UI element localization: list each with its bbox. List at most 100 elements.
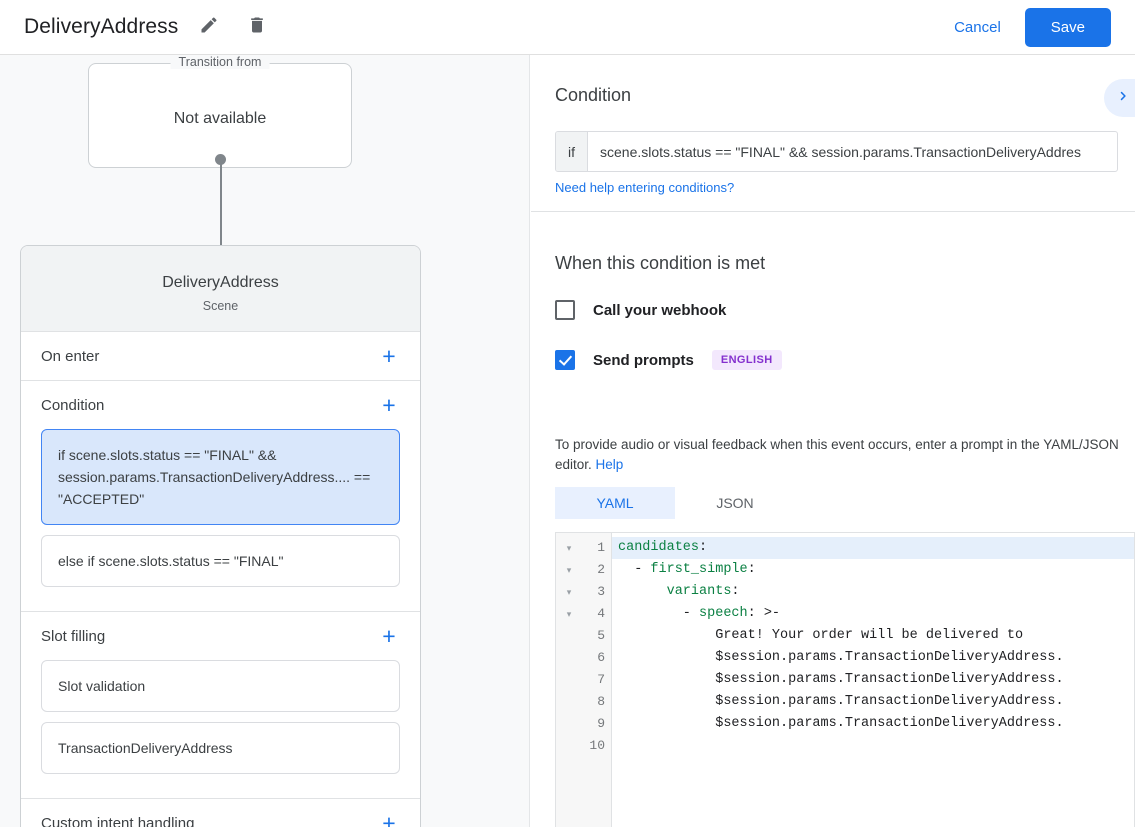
code-token: $session.params.TransactionDeliveryAddre… — [618, 672, 1064, 687]
call-webhook-row[interactable]: Call your webhook — [555, 300, 726, 320]
code-token: : >- — [747, 606, 781, 621]
content-area: Transition from Not available Transition… — [0, 55, 1135, 827]
code-line[interactable]: candidates: — [612, 537, 1134, 559]
fold-spacer — [556, 669, 582, 691]
transition-from-legend: Transition from — [170, 55, 270, 69]
line-number: 6 — [597, 650, 605, 665]
code-line[interactable]: $session.params.TransactionDeliveryAddre… — [612, 669, 1134, 691]
add-item-button[interactable]: + — [382, 342, 396, 369]
fold-spacer — [556, 625, 582, 647]
call-webhook-label: Call your webhook — [593, 301, 727, 319]
section-title: Condition — [41, 396, 105, 414]
page-title: DeliveryAddress — [24, 15, 179, 38]
add-item-button[interactable]: + — [382, 809, 396, 827]
editor-tab-yaml[interactable]: YAML — [555, 487, 675, 519]
condition-block: Condition if Need help entering conditio… — [531, 55, 1135, 212]
code-token: $session.params.TransactionDeliveryAddre… — [618, 650, 1064, 665]
send-prompts-label: Send prompts — [593, 351, 694, 369]
section-item[interactable]: if scene.slots.status == "FINAL" && sess… — [41, 429, 400, 525]
delete-button[interactable] — [240, 10, 274, 44]
fold-toggle-icon[interactable]: ▾ — [566, 565, 572, 575]
condition-expression-input[interactable] — [588, 132, 1117, 171]
code-line[interactable]: variants: — [612, 581, 1134, 603]
code-token: - — [618, 606, 700, 621]
scene-section: Condition + if scene.slots.status == "FINA… — [21, 381, 420, 612]
code-line[interactable]: $session.params.TransactionDeliveryAddre… — [612, 647, 1134, 669]
fold-toggle-icon[interactable]: ▾ — [566, 543, 572, 553]
line-number: 9 — [597, 716, 605, 731]
editor-format-tabs: YAML JSON — [555, 487, 795, 519]
transition-from-card: Transition from Not available — [88, 55, 352, 168]
section-title: Slot filling — [41, 627, 106, 645]
section-header: Custom intent handling+ — [21, 799, 420, 827]
add-item-button[interactable]: + — [382, 391, 396, 418]
code-line[interactable]: $session.params.TransactionDeliveryAddre… — [612, 713, 1134, 735]
condition-input-row[interactable]: if — [555, 131, 1118, 172]
language-badge: ENGLISH — [711, 350, 782, 370]
code-token: : — [731, 584, 740, 599]
scene-subtitle: Scene — [202, 299, 239, 313]
condition-detail-pane: Condition if Need help entering conditio… — [531, 55, 1135, 827]
section-header: On enter + — [21, 332, 420, 380]
edit-button[interactable] — [192, 10, 226, 44]
scene-section: Custom intent handling+ — [21, 799, 420, 827]
code-token: : — [747, 562, 756, 577]
fold-spacer — [556, 691, 582, 713]
scene-name: DeliveryAddress — [162, 274, 279, 291]
code-content[interactable]: candidates: - first_simple: variants: - … — [612, 533, 1134, 827]
code-line[interactable]: Great! Your order will be delivered to — [612, 625, 1134, 647]
section-title: On enter — [41, 347, 100, 365]
fold-spacer — [556, 713, 582, 735]
scene-section: On enter + — [21, 332, 420, 381]
code-token: $session.params.TransactionDeliveryAddre… — [618, 716, 1064, 731]
editor-tab-json[interactable]: JSON — [716, 495, 754, 511]
code-token: Great! Your order will be delivered to — [618, 628, 1024, 643]
code-token: $session.params.TransactionDeliveryAddre… — [618, 694, 1064, 709]
if-prefix-label: if — [556, 132, 588, 171]
section-item[interactable]: Slot validation — [41, 660, 400, 712]
scene-sections: On enter + Condition + if scene.slots.status… — [21, 332, 420, 827]
line-number: 7 — [597, 672, 605, 687]
code-line[interactable]: - first_simple: — [612, 559, 1134, 581]
line-number: 3 — [597, 584, 605, 599]
code-line[interactable]: $session.params.TransactionDeliveryAddre… — [612, 691, 1134, 713]
trash-icon — [247, 15, 267, 40]
fold-gutter: ▾ ▾ ▾ ▾ — [556, 533, 582, 827]
save-button[interactable]: Save — [1024, 7, 1111, 47]
code-line[interactable]: - speech: >- — [612, 603, 1134, 625]
section-header: Condition + — [21, 381, 420, 429]
prompts-help-link[interactable]: Help — [595, 457, 624, 472]
section-item[interactable]: TransactionDeliveryAddress — [41, 722, 400, 774]
connector-line — [219, 159, 222, 263]
fold-toggle-icon[interactable]: ▾ — [566, 587, 572, 597]
code-token: variants — [666, 584, 732, 599]
condition-heading: Condition — [555, 85, 632, 105]
code-token: - — [618, 562, 651, 577]
chevron-right-icon — [1114, 87, 1132, 110]
code-token: candidates — [618, 540, 700, 555]
code-token: first_simple — [650, 562, 748, 577]
pencil-icon — [199, 15, 219, 40]
scene-header: DeliveryAddress Scene — [21, 246, 420, 332]
fold-spacer — [556, 735, 582, 757]
code-line[interactable] — [612, 735, 1134, 757]
prompts-description-text: To provide audio or visual feedback when… — [555, 437, 1119, 472]
condition-help-link[interactable]: Need help entering conditions? — [555, 180, 735, 195]
fold-toggle-icon[interactable]: ▾ — [566, 609, 572, 619]
transition-from-value: Not available — [173, 110, 267, 127]
line-number: 2 — [597, 562, 605, 577]
transition-to-card: Transition to DeliveryAddress Scene On e… — [20, 245, 421, 827]
send-prompts-row[interactable]: Send prompts ENGLISH — [555, 350, 782, 370]
call-webhook-checkbox[interactable] — [555, 300, 575, 320]
when-condition-met-heading: When this condition is met — [555, 253, 766, 273]
code-token: speech — [699, 606, 748, 621]
section-item[interactable]: else if scene.slots.status == "FINAL" — [41, 535, 400, 587]
code-token — [618, 584, 667, 599]
prompts-description: To provide audio or visual feedback when… — [555, 435, 1120, 475]
line-number: 1 — [597, 540, 605, 555]
add-item-button[interactable]: + — [382, 622, 396, 649]
send-prompts-checkbox[interactable] — [555, 350, 575, 370]
cancel-button[interactable]: Cancel — [940, 10, 1015, 45]
expand-pane-button[interactable] — [1104, 79, 1135, 117]
